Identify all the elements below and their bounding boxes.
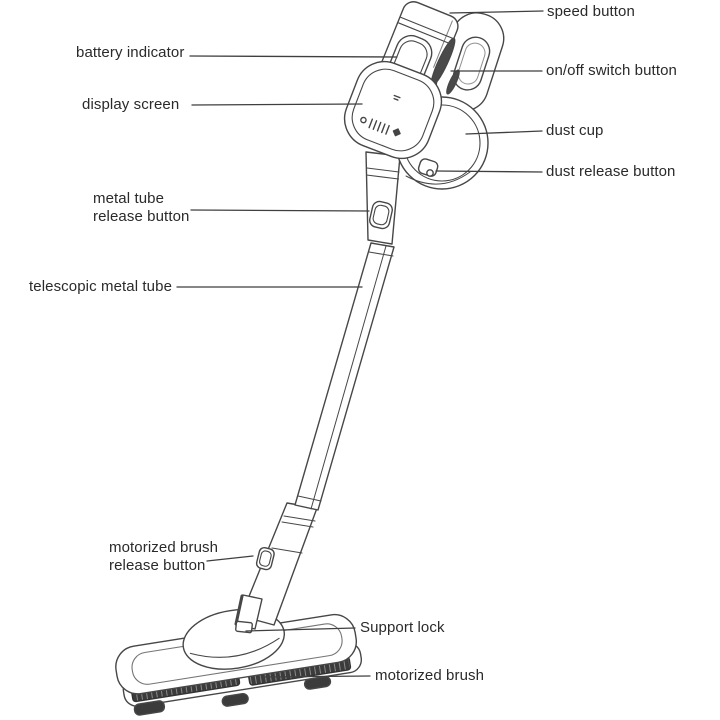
telescopic-tube-drawing bbox=[294, 242, 395, 511]
lower-connector-drawing bbox=[234, 502, 318, 634]
handheld-unit-drawing bbox=[343, 1, 505, 190]
dust-cup-bottom-arc bbox=[405, 171, 471, 185]
label-display-screen: display screen bbox=[82, 96, 180, 113]
neck-seams bbox=[365, 167, 400, 180]
tube-inner-line bbox=[310, 245, 387, 510]
handle-hole bbox=[452, 36, 491, 91]
label-dust-release-button: dust release button bbox=[546, 163, 676, 180]
display-screen-icons bbox=[360, 94, 401, 137]
leader-support-lock bbox=[245, 627, 356, 632]
label-battery-indicator: battery indicator bbox=[76, 44, 185, 61]
tube-top-collar bbox=[368, 251, 394, 257]
leader-motorized-brush bbox=[260, 675, 371, 678]
label-telescopic-metal-tube: telescopic metal tube bbox=[29, 278, 173, 295]
motorized-brush-head-drawing bbox=[115, 608, 363, 716]
leader-battery-indicator bbox=[189, 55, 398, 58]
brush-wheel-left bbox=[133, 700, 166, 716]
metal-tube-release-button-drawing bbox=[369, 200, 393, 230]
label-on-off-switch-button: on/off switch button bbox=[546, 62, 677, 79]
label-dust-cup: dust cup bbox=[546, 122, 604, 139]
leader-metal-tube-release-button bbox=[190, 209, 370, 212]
label-motorized-brush-release-button: motorized brush release button bbox=[109, 539, 219, 574]
neck-connector-drawing bbox=[365, 151, 401, 245]
dust-release-button-drawing bbox=[417, 158, 439, 177]
inner-tube-shadow bbox=[234, 594, 244, 626]
brush-wheel-center bbox=[221, 692, 249, 707]
label-speed-button: speed button bbox=[547, 3, 635, 20]
label-motorized-brush: motorized brush bbox=[375, 667, 485, 684]
handle-hole-inner bbox=[457, 42, 486, 85]
body-edge-line bbox=[433, 20, 453, 68]
tube-bottom-collar bbox=[297, 495, 322, 502]
brush-dome-arc bbox=[189, 637, 280, 658]
label-metal-tube-release-button: metal tube release button bbox=[93, 190, 190, 225]
leader-dust-cup bbox=[465, 130, 543, 135]
display-screen-drawing bbox=[343, 60, 443, 160]
leader-display-screen bbox=[191, 103, 363, 106]
connector-collar bbox=[281, 515, 316, 528]
support-lock-drawing bbox=[235, 620, 253, 634]
connector-seam bbox=[271, 547, 303, 554]
brush-dome bbox=[182, 608, 286, 670]
leader-motorized-brush-release-button bbox=[206, 555, 254, 562]
speed-button-drawing bbox=[398, 16, 454, 45]
leader-dust-release-button bbox=[435, 170, 543, 173]
leader-lines bbox=[176, 10, 544, 678]
leader-speed-button bbox=[449, 10, 544, 14]
label-support-lock: Support lock bbox=[360, 619, 445, 636]
motorized-brush-release-button-drawing bbox=[255, 546, 275, 571]
on-off-switch-drawing bbox=[430, 37, 460, 95]
brush-wheel-right bbox=[303, 675, 332, 690]
